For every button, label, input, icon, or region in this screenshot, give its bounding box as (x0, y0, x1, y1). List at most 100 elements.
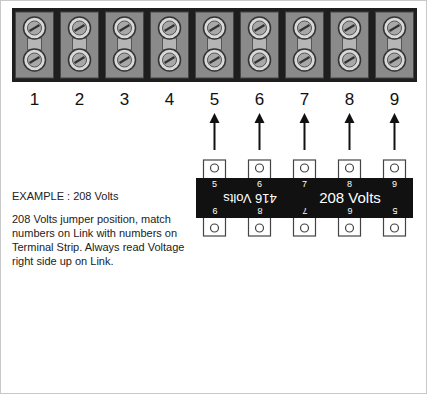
link-number: 8 (257, 206, 262, 216)
screw-recess (28, 21, 42, 35)
tab-hole (211, 164, 219, 172)
link-number: 8 (347, 179, 352, 189)
screw-slot (75, 57, 85, 63)
screw-recess (253, 53, 267, 67)
screw-recess (298, 21, 312, 35)
terminal-bar (343, 38, 357, 50)
screw-head (114, 49, 136, 71)
pointer-arrows (210, 113, 400, 150)
tab-hole (301, 224, 309, 232)
screw-recess (118, 21, 132, 35)
terminal-number: 8 (345, 90, 354, 110)
screw-slot (390, 25, 400, 31)
screw-slot (345, 25, 355, 31)
screw-recess (163, 53, 177, 67)
arrow-shaft (349, 120, 351, 150)
tab-hole (391, 164, 399, 172)
screw-recess (73, 53, 87, 67)
terminal-block (376, 12, 414, 78)
screw-recess (253, 21, 267, 35)
screw-slot (300, 25, 310, 31)
screw-slot (120, 57, 130, 63)
screw-recess (343, 53, 357, 67)
screw-slot (390, 57, 400, 63)
tab-hole (346, 224, 354, 232)
screw-slot (30, 25, 40, 31)
terminal-strip-body (12, 8, 417, 82)
screw-head (204, 17, 226, 39)
arrow-shaft (304, 120, 306, 150)
link-number: 6 (347, 206, 352, 216)
terminal-number: 9 (390, 90, 399, 110)
terminal-bar (118, 38, 132, 50)
screw-head (159, 17, 181, 39)
terminal-bar (163, 38, 177, 50)
screw-slot (120, 25, 130, 31)
terminal-number: 2 (75, 90, 84, 110)
screw-head (69, 49, 91, 71)
screw-head (294, 49, 316, 71)
screw-recess (28, 53, 42, 67)
terminal-block (106, 12, 144, 78)
note-text: EXAMPLE : 208 Volts (12, 190, 118, 203)
screw-recess (73, 21, 87, 35)
screw-recess (388, 53, 402, 67)
screw-recess (298, 53, 312, 67)
terminal-bar (388, 38, 402, 50)
link-number: 5 (392, 206, 397, 216)
arrow-head (255, 113, 265, 123)
terminal-block (61, 12, 99, 78)
screw-head (384, 49, 406, 71)
tab-hole (346, 164, 354, 172)
tab-hole (391, 224, 399, 232)
link-body (196, 178, 413, 218)
tab-hole (256, 224, 264, 232)
tab-hole (211, 224, 219, 232)
screw-slot (255, 57, 265, 63)
link-number: 5 (212, 179, 217, 189)
voltage-label: 416 Volts (223, 190, 277, 205)
screw-slot (210, 25, 220, 31)
screw-slot (300, 57, 310, 63)
screw-slot (30, 57, 40, 63)
screw-head (204, 49, 226, 71)
screw-recess (118, 53, 132, 67)
terminal-number: 3 (120, 90, 129, 110)
terminal-number: 4 (165, 90, 174, 110)
terminal-number: 7 (300, 90, 309, 110)
screw-head (249, 17, 271, 39)
screw-head (24, 17, 46, 39)
arrow-head (390, 113, 400, 123)
link-number: 9 (212, 206, 217, 216)
terminal-block (286, 12, 324, 78)
screw-head (249, 49, 271, 71)
terminal-block (151, 12, 189, 78)
link-number: 7 (302, 179, 307, 189)
screw-slot (165, 57, 175, 63)
screw-head (339, 49, 361, 71)
screw-slot (345, 57, 355, 63)
screw-recess (208, 21, 222, 35)
jumper-link (196, 160, 413, 236)
arrow-head (345, 113, 355, 123)
voltage-label: 208 Volts (319, 189, 381, 206)
screw-head (294, 17, 316, 39)
terminal-number: 5 (210, 90, 219, 110)
terminal-block (331, 12, 369, 78)
screw-head (69, 17, 91, 39)
arrow-head (300, 113, 310, 123)
screw-head (114, 17, 136, 39)
terminal-block (16, 12, 54, 78)
terminals (16, 12, 414, 78)
terminal-bar (28, 38, 42, 50)
arrow-head (210, 113, 220, 123)
screw-slot (255, 25, 265, 31)
arrow-shaft (394, 120, 396, 150)
terminal-number: 1 (30, 90, 39, 110)
screw-slot (210, 57, 220, 63)
terminal-number: 6 (255, 90, 264, 110)
link-number: 7 (302, 206, 307, 216)
terminal-block (196, 12, 234, 78)
screw-head (159, 49, 181, 71)
screw-slot (165, 25, 175, 31)
